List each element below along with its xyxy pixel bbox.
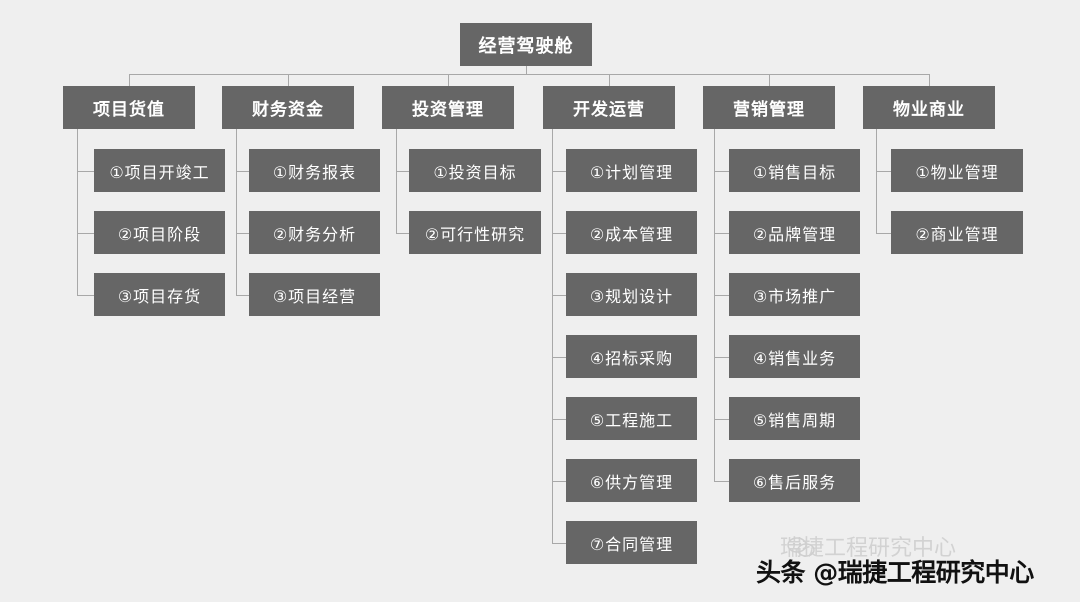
- watermark-caption: 头条 @瑞捷工程研究中心: [756, 558, 1034, 587]
- subitem-node: ②财务分析: [249, 211, 380, 254]
- branch-line: [552, 170, 566, 172]
- top-bus-line: [129, 74, 929, 75]
- category-connector: [288, 74, 289, 86]
- subitem-node: ④销售业务: [729, 335, 860, 378]
- category-node: 物业商业: [863, 86, 995, 129]
- category-connector: [129, 74, 130, 86]
- column-spine-line: [876, 129, 877, 233]
- branch-line: [876, 170, 891, 172]
- subitem-node: ②可行性研究: [409, 211, 541, 254]
- column-spine-line: [236, 129, 237, 295]
- subitem-node: ②商业管理: [891, 211, 1023, 254]
- column-spine-line: [396, 129, 397, 233]
- subitem-node: ③项目存货: [94, 273, 225, 316]
- branch-line: [77, 170, 94, 172]
- branch-line: [714, 294, 729, 296]
- branch-line: [714, 232, 729, 234]
- branch-line: [552, 480, 566, 482]
- subitem-node: ⑤销售周期: [729, 397, 860, 440]
- subitem-node: ③市场推广: [729, 273, 860, 316]
- subitem-node: ②成本管理: [566, 211, 697, 254]
- subitem-node: ⑥供方管理: [566, 459, 697, 502]
- root-node: 经营驾驶舱: [460, 23, 592, 66]
- branch-line: [714, 480, 729, 482]
- column-spine-line: [552, 129, 553, 543]
- subitem-node: ②项目阶段: [94, 211, 225, 254]
- category-connector: [929, 74, 930, 86]
- category-connector: [448, 74, 449, 86]
- branch-line: [876, 232, 891, 234]
- category-node: 项目货值: [63, 86, 195, 129]
- category-node: 营销管理: [703, 86, 835, 129]
- branch-line: [714, 356, 729, 358]
- subitem-node: ①物业管理: [891, 149, 1023, 192]
- branch-line: [77, 294, 94, 296]
- root-connector: [526, 66, 527, 74]
- watermark-faint-text: 瑞捷工程研究中心: [780, 536, 957, 561]
- category-node: 开发运营: [543, 86, 675, 129]
- subitem-node: ①项目开竣工: [94, 149, 225, 192]
- subitem-node: ⑤工程施工: [566, 397, 697, 440]
- category-connector: [769, 74, 770, 86]
- subitem-node: ①财务报表: [249, 149, 380, 192]
- column-spine-line: [77, 129, 78, 295]
- branch-line: [236, 232, 249, 234]
- branch-line: [552, 294, 566, 296]
- subitem-node: ②品牌管理: [729, 211, 860, 254]
- branch-line: [236, 294, 249, 296]
- subitem-node: ①销售目标: [729, 149, 860, 192]
- branch-line: [714, 418, 729, 420]
- subitem-node: ③规划设计: [566, 273, 697, 316]
- branch-line: [236, 170, 249, 172]
- subitem-node: ①投资目标: [409, 149, 541, 192]
- subitem-node: ⑦合同管理: [566, 521, 697, 564]
- branch-line: [552, 542, 566, 544]
- subitem-node: ⑥售后服务: [729, 459, 860, 502]
- wechat-icon: [787, 537, 815, 557]
- branch-line: [552, 418, 566, 420]
- branch-line: [396, 170, 409, 172]
- category-node: 财务资金: [222, 86, 354, 129]
- branch-line: [714, 170, 729, 172]
- branch-line: [552, 232, 566, 234]
- category-node: 投资管理: [382, 86, 514, 129]
- subitem-node: ①计划管理: [566, 149, 697, 192]
- category-connector: [609, 74, 610, 86]
- branch-line: [396, 232, 409, 234]
- branch-line: [552, 356, 566, 358]
- subitem-node: ④招标采购: [566, 335, 697, 378]
- subitem-node: ③项目经营: [249, 273, 380, 316]
- column-spine-line: [714, 129, 715, 481]
- branch-line: [77, 232, 94, 234]
